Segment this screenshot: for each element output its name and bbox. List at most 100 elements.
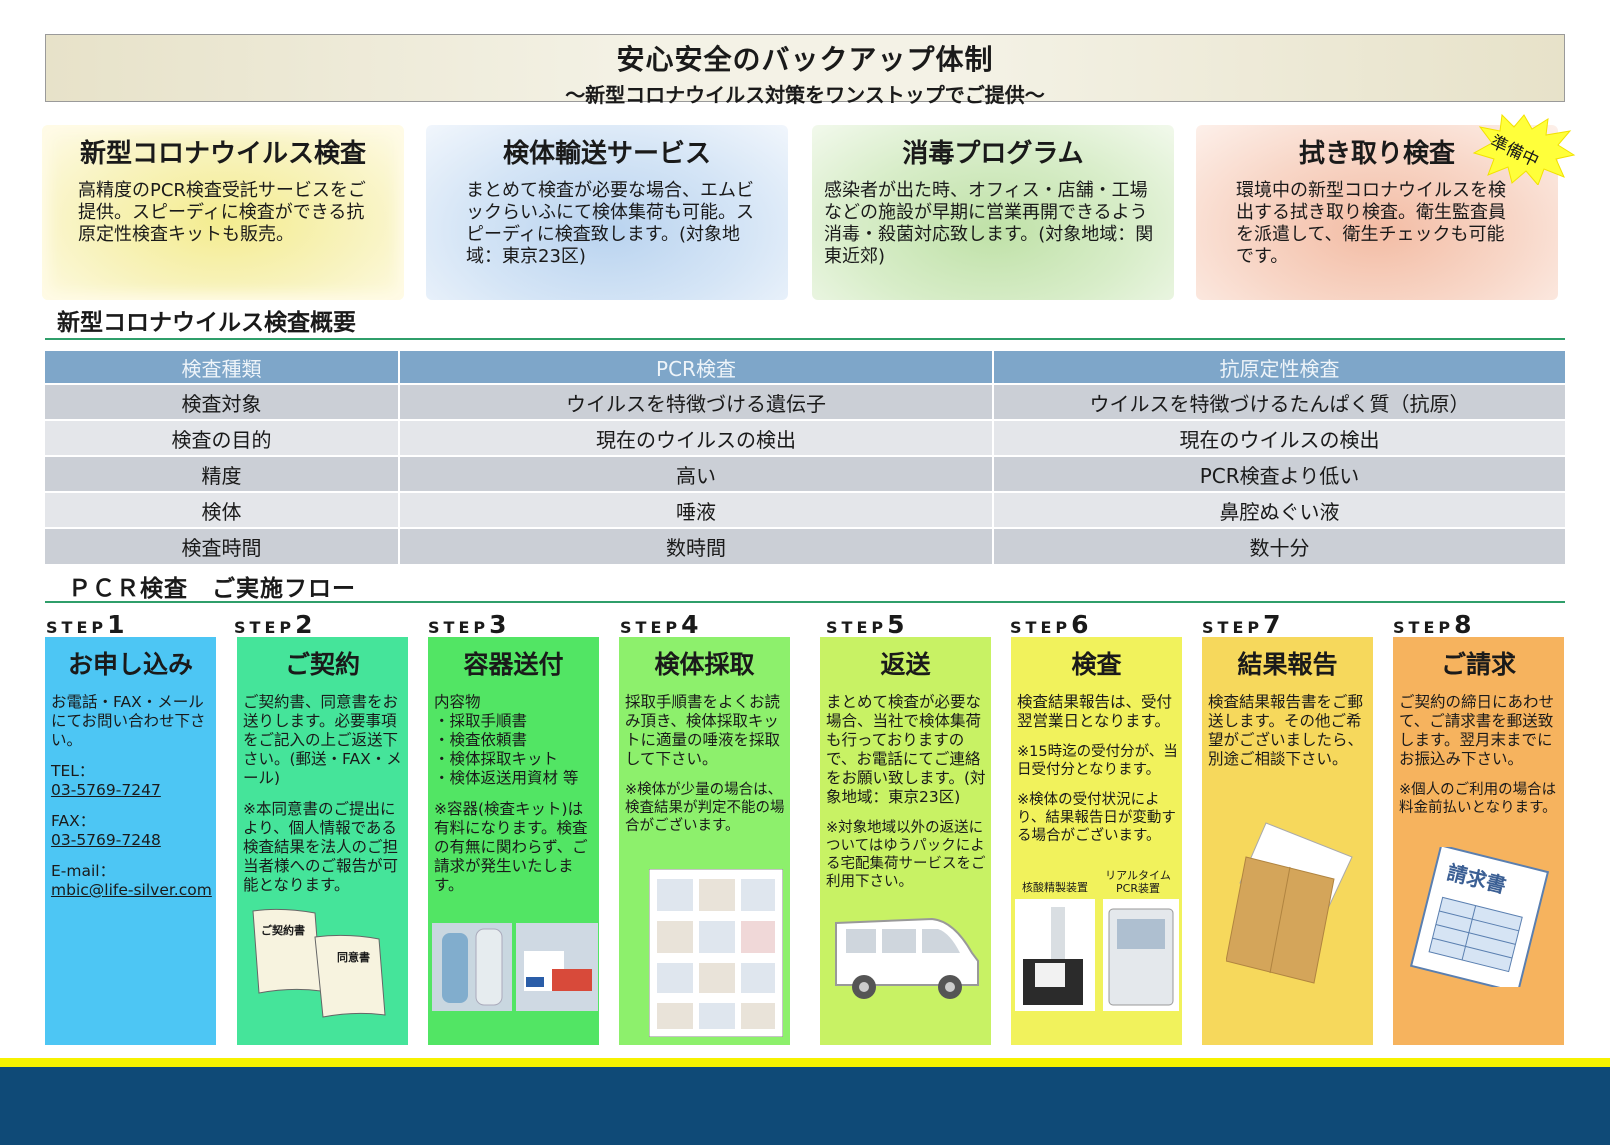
device-label: リアルタイムPCR装置 bbox=[1105, 869, 1171, 895]
table-cell: ウイルスを特徴づけるたんぱく質（抗原） bbox=[993, 383, 1565, 420]
step-4-sample-collection: 検体採取 採取手順書をよくお読み頂き、検体採取キットに適量の唾液を採取して下さい… bbox=[619, 637, 790, 1045]
table-row: 検査の目的 現在のウイルスの検出 現在のウイルスの検出 bbox=[45, 419, 1565, 456]
section-divider bbox=[45, 601, 1565, 603]
step-note: ※15時迄の受付分が、当日受付分となります。 bbox=[1017, 744, 1178, 778]
service-description: 感染者が出た時、オフィス・店舗・工場などの施設が早期に営業再開できるよう消毒・殺… bbox=[824, 180, 1154, 267]
tel-link[interactable]: 03-5769-7247 bbox=[51, 781, 161, 799]
column-header: PCR検査 bbox=[399, 351, 994, 384]
coming-soon-badge: 準備中 bbox=[1472, 113, 1576, 185]
column-header: 検査種類 bbox=[45, 351, 400, 384]
table-cell: 数時間 bbox=[399, 527, 994, 564]
table-cell: 現在のウイルスの検出 bbox=[399, 419, 994, 456]
table-row: 検査対象 ウイルスを特徴づける遺伝子 ウイルスを特徴づけるたんぱく質（抗原） bbox=[45, 383, 1565, 420]
step-label: STEP2 bbox=[234, 610, 313, 639]
service-title: 拭き取り検査 bbox=[1298, 139, 1455, 169]
flow-heading: ＰＣＲ検査 ご実施フロー bbox=[68, 576, 356, 602]
step-note: ※個人のご利用の場合は料金前払いとなります。 bbox=[1399, 782, 1557, 816]
step-note: ※検体が少量の場合は、検査結果が判定不能の場合がございます。 bbox=[625, 782, 785, 834]
step-title: 検査 bbox=[1071, 650, 1122, 679]
step-1-application: お申し込み お電話・FAX・メールにてお問い合わせ下さい。 TEL： 03-57… bbox=[45, 637, 216, 1045]
step-label: STEP6 bbox=[1010, 610, 1089, 639]
step-text: 採取手順書をよくお読み頂き、検体採取キットに適量の唾液を採取して下さい。 bbox=[625, 693, 781, 768]
test-kit-photo bbox=[432, 923, 598, 1011]
service-title: 新型コロナウイルス検査 bbox=[79, 139, 366, 169]
fax-label: FAX： bbox=[51, 812, 96, 830]
section-divider bbox=[45, 338, 1565, 340]
van-icon bbox=[835, 917, 979, 999]
step-text: 内容物 bbox=[434, 693, 481, 711]
overview-heading: 新型コロナウイルス検査概要 bbox=[57, 310, 356, 336]
table-cell: 検体 bbox=[45, 491, 400, 528]
step-text: 検査結果報告書をご郵送します。その他ご希望がございましたら、別途ご相談下さい。 bbox=[1208, 693, 1364, 768]
step-8-billing: ご請求 ご契約の締日にあわせて、ご請求書を郵送致します。翌月末までにお振込み下さ… bbox=[1393, 637, 1564, 1045]
documents-icon bbox=[252, 908, 386, 1018]
service-title: 検体輸送サービス bbox=[502, 139, 711, 169]
table-cell: 検査の目的 bbox=[45, 419, 400, 456]
instruction-sheet-image bbox=[649, 869, 783, 1037]
step-note: ※本同意書のご提出により、個人情報である検査結果を法人のご担当者様へのご報告が可… bbox=[243, 800, 399, 894]
table-cell: ウイルスを特徴づける遺伝子 bbox=[399, 383, 994, 420]
footer-yellow-stripe bbox=[0, 1058, 1610, 1067]
step-label: STEP7 bbox=[1202, 610, 1281, 639]
table-row: 検体 唾液 鼻腔ぬぐい液 bbox=[45, 491, 1565, 528]
table-cell: 検査時間 bbox=[45, 527, 400, 564]
invoice-icon bbox=[1409, 847, 1550, 987]
footer-bar bbox=[0, 1067, 1610, 1145]
step-text: お電話・FAX・メールにてお問い合わせ下さい。 bbox=[51, 693, 206, 749]
tel-label: TEL： bbox=[51, 762, 95, 780]
table-header-row: 検査種類 PCR検査 抗原定性検査 bbox=[45, 351, 1565, 384]
step-5-return: 返送 まとめて検査が必要な場合、当社で検体集荷も行っておりますので、お電話にてご… bbox=[820, 637, 991, 1045]
step-6-testing: 検査 検査結果報告は、受付翌営業日となります。 ※15時迄の受付分が、当日受付分… bbox=[1011, 637, 1182, 1045]
service-card-disinfection: 消毒プログラム 感染者が出た時、オフィス・店舗・工場などの施設が早期に営業再開で… bbox=[812, 125, 1174, 300]
step-title: ご契約 bbox=[284, 650, 360, 679]
page-title: 安心安全のバックアップ体制 bbox=[616, 43, 994, 76]
doc-label: 同意書 bbox=[337, 951, 370, 964]
comparison-table: 検査種類 PCR検査 抗原定性検査 検査対象 ウイルスを特徴づける遺伝子 ウイル… bbox=[45, 351, 1565, 564]
step-7-result-report: 結果報告 検査結果報告書をご郵送します。その他ご希望がございましたら、別途ご相談… bbox=[1202, 637, 1373, 1045]
step-text: ご契約書、同意書をお送りします。必要事項をご記入の上ご返送下さい。(郵送・FAX… bbox=[243, 693, 402, 787]
doc-label: ご契約書 bbox=[261, 924, 305, 937]
page-subtitle: ～新型コロナウイルス対策をワンストップでご提供～ bbox=[565, 83, 1045, 107]
service-card-pcr: 新型コロナウイルス検査 高精度のPCR検査受託サービスをご提供。スピーディに検査… bbox=[42, 125, 404, 300]
step-label: STEP4 bbox=[620, 610, 699, 639]
step-title: 検体採取 bbox=[654, 650, 755, 679]
device-label: 核酸精製装置 bbox=[1022, 881, 1088, 894]
step-2-contract: ご契約 ご契約書、同意書をお送りします。必要事項をご記入の上ご返送下さい。(郵送… bbox=[237, 637, 408, 1045]
list-item: ・検体採取キット bbox=[434, 750, 559, 768]
step-label: STEP8 bbox=[1393, 610, 1472, 639]
step-title: お申し込み bbox=[67, 650, 193, 679]
list-item: ・採取手順書 bbox=[434, 712, 528, 730]
list-item: ・検体返送用資材 等 bbox=[434, 769, 579, 787]
step-text: まとめて検査が必要な場合、当社で検体集荷も行っておりますので、お電話にてご連絡を… bbox=[826, 693, 986, 806]
step-note: ※対象地域以外の返送についてはゆうパックによる宅配集荷サービスをご利用下さい。 bbox=[826, 820, 986, 890]
email-label: E-mail： bbox=[51, 862, 116, 880]
envelope-icon bbox=[1226, 822, 1353, 984]
table-row: 検査時間 数時間 数十分 bbox=[45, 527, 1565, 564]
step-3-container-shipping: 容器送付 内容物 ・採取手順書 ・検査依頼書 ・検体採取キット ・検体返送用資材… bbox=[428, 637, 599, 1045]
service-description: 高精度のPCR検査受託サービスをご提供。スピーディに検査ができる抗原定性検査キッ… bbox=[78, 180, 366, 245]
step-label: STEP3 bbox=[428, 610, 507, 639]
table-cell: 高い bbox=[399, 455, 994, 492]
header-banner: 安心安全のバックアップ体制 ～新型コロナウイルス対策をワンストップでご提供～ bbox=[45, 34, 1565, 107]
lab-equipment-photo bbox=[1015, 899, 1179, 1011]
step-title: 結果報告 bbox=[1237, 650, 1338, 679]
table-cell: 精度 bbox=[45, 455, 400, 492]
service-description: 環境中の新型コロナウイルスを検出する拭き取り検査。衛生監査員を派遣して、衛生チェ… bbox=[1236, 180, 1506, 267]
step-title: ご請求 bbox=[1440, 650, 1516, 679]
step-label: STEP5 bbox=[826, 610, 905, 639]
starburst-icon bbox=[1472, 113, 1576, 185]
table-row: 精度 高い PCR検査より低い bbox=[45, 455, 1565, 492]
step-note: ※検体の受付状況により、結果報告日が変動する場合がございます。 bbox=[1017, 792, 1176, 844]
step-text: ご契約の締日にあわせて、ご請求書を郵送致します。翌月末までにお振込み下さい。 bbox=[1399, 693, 1555, 768]
table-cell: 唾液 bbox=[399, 491, 994, 528]
column-header: 抗原定性検査 bbox=[993, 351, 1565, 384]
table-cell: PCR検査より低い bbox=[993, 455, 1565, 492]
table-cell: 鼻腔ぬぐい液 bbox=[993, 491, 1565, 528]
table-cell: 数十分 bbox=[993, 527, 1565, 564]
fax-link[interactable]: 03-5769-7248 bbox=[51, 831, 161, 849]
step-label: STEP1 bbox=[46, 610, 125, 639]
service-description: まとめて検査が必要な場合、エムビックらいふにて検体集荷も可能。スピーディに検査致… bbox=[466, 180, 754, 267]
table-cell: 現在のウイルスの検出 bbox=[993, 419, 1565, 456]
email-link[interactable]: mbic@life-silver.com bbox=[51, 881, 212, 899]
service-card-transport: 検体輸送サービス まとめて検査が必要な場合、エムビックらいふにて検体集荷も可能。… bbox=[426, 125, 788, 300]
